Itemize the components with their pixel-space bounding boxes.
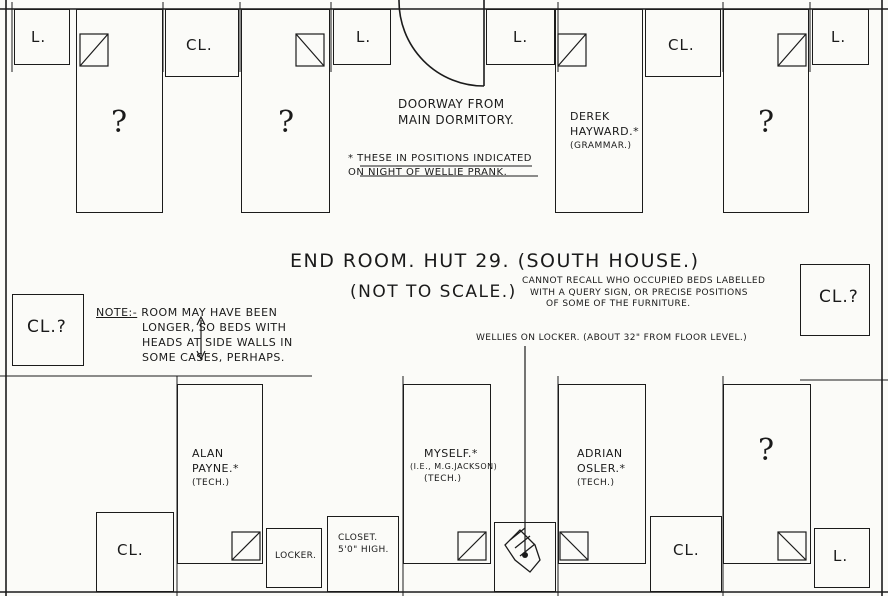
- page-subtitle: (NOT TO SCALE.): [350, 282, 517, 302]
- bed-bottom-myself: MYSELF.* (I.E., M.G.JACKSON) (TECH.): [403, 384, 497, 564]
- bed-bottom-alan: ALAN PAYNE.* (TECH.): [177, 384, 263, 564]
- bed-top-1: ?: [76, 9, 163, 213]
- doorway-label: DOORWAY FROM MAIN DORMITORY.: [398, 97, 515, 128]
- closet-top-2: CL.: [645, 9, 721, 77]
- wellies-note: WELLIES ON LOCKER. (ABOUT 32" FROM FLOOR…: [476, 333, 748, 343]
- bed-occupant-derek: DEREK HAYWARD.* (GRAMMAR.): [570, 110, 640, 151]
- bed-top-derek: DEREK HAYWARD.* (GRAMMAR.): [555, 9, 643, 213]
- locker-top-3: L.: [486, 9, 555, 65]
- bed-occupant-adrian: ADRIAN OSLER.* (TECH.): [577, 447, 626, 488]
- locker-top-1: L.: [14, 9, 70, 65]
- closet-left: CL.?: [12, 294, 84, 366]
- locker-top-2: L.: [333, 9, 391, 65]
- closet-bottom-tall: CLOSET. 5'0" HIGH.: [327, 516, 399, 592]
- left-note: NOTE:- ROOM MAY HAVE BEEN LONGER, SO BED…: [96, 306, 293, 364]
- wellies-sketch: [504, 527, 541, 573]
- bed-top-2: ?: [241, 9, 330, 213]
- closet-bottom-2: CL.: [650, 516, 722, 592]
- closet-top-1: CL.: [165, 9, 239, 77]
- bed-occupant-myself: MYSELF.* (I.E., M.G.JACKSON) (TECH.): [410, 447, 498, 484]
- recall-note: CANNOT RECALL WHO OCCUPIED BEDS LABELLED…: [522, 276, 766, 310]
- page-title: END ROOM. HUT 29. (SOUTH HOUSE.): [290, 250, 700, 272]
- door-swing-arc: [398, 0, 485, 87]
- locker-bottom-2: L.: [814, 528, 870, 588]
- locker-bottom-word: LOCKER.: [266, 528, 322, 588]
- locker-top-4: L.: [812, 9, 869, 65]
- bed-bottom-4: ?: [723, 384, 811, 564]
- bed-bottom-adrian: ADRIAN OSLER.* (TECH.): [558, 384, 646, 564]
- asterisk-note: * THESE IN POSITIONS INDICATED ON NIGHT …: [348, 153, 532, 178]
- bed-occupant-alan: ALAN PAYNE.* (TECH.): [192, 447, 239, 488]
- closet-bottom-1: CL.: [96, 512, 174, 592]
- locker-wellies: [494, 522, 556, 592]
- bed-top-3: ?: [723, 9, 809, 213]
- closet-right: CL.?: [800, 264, 870, 336]
